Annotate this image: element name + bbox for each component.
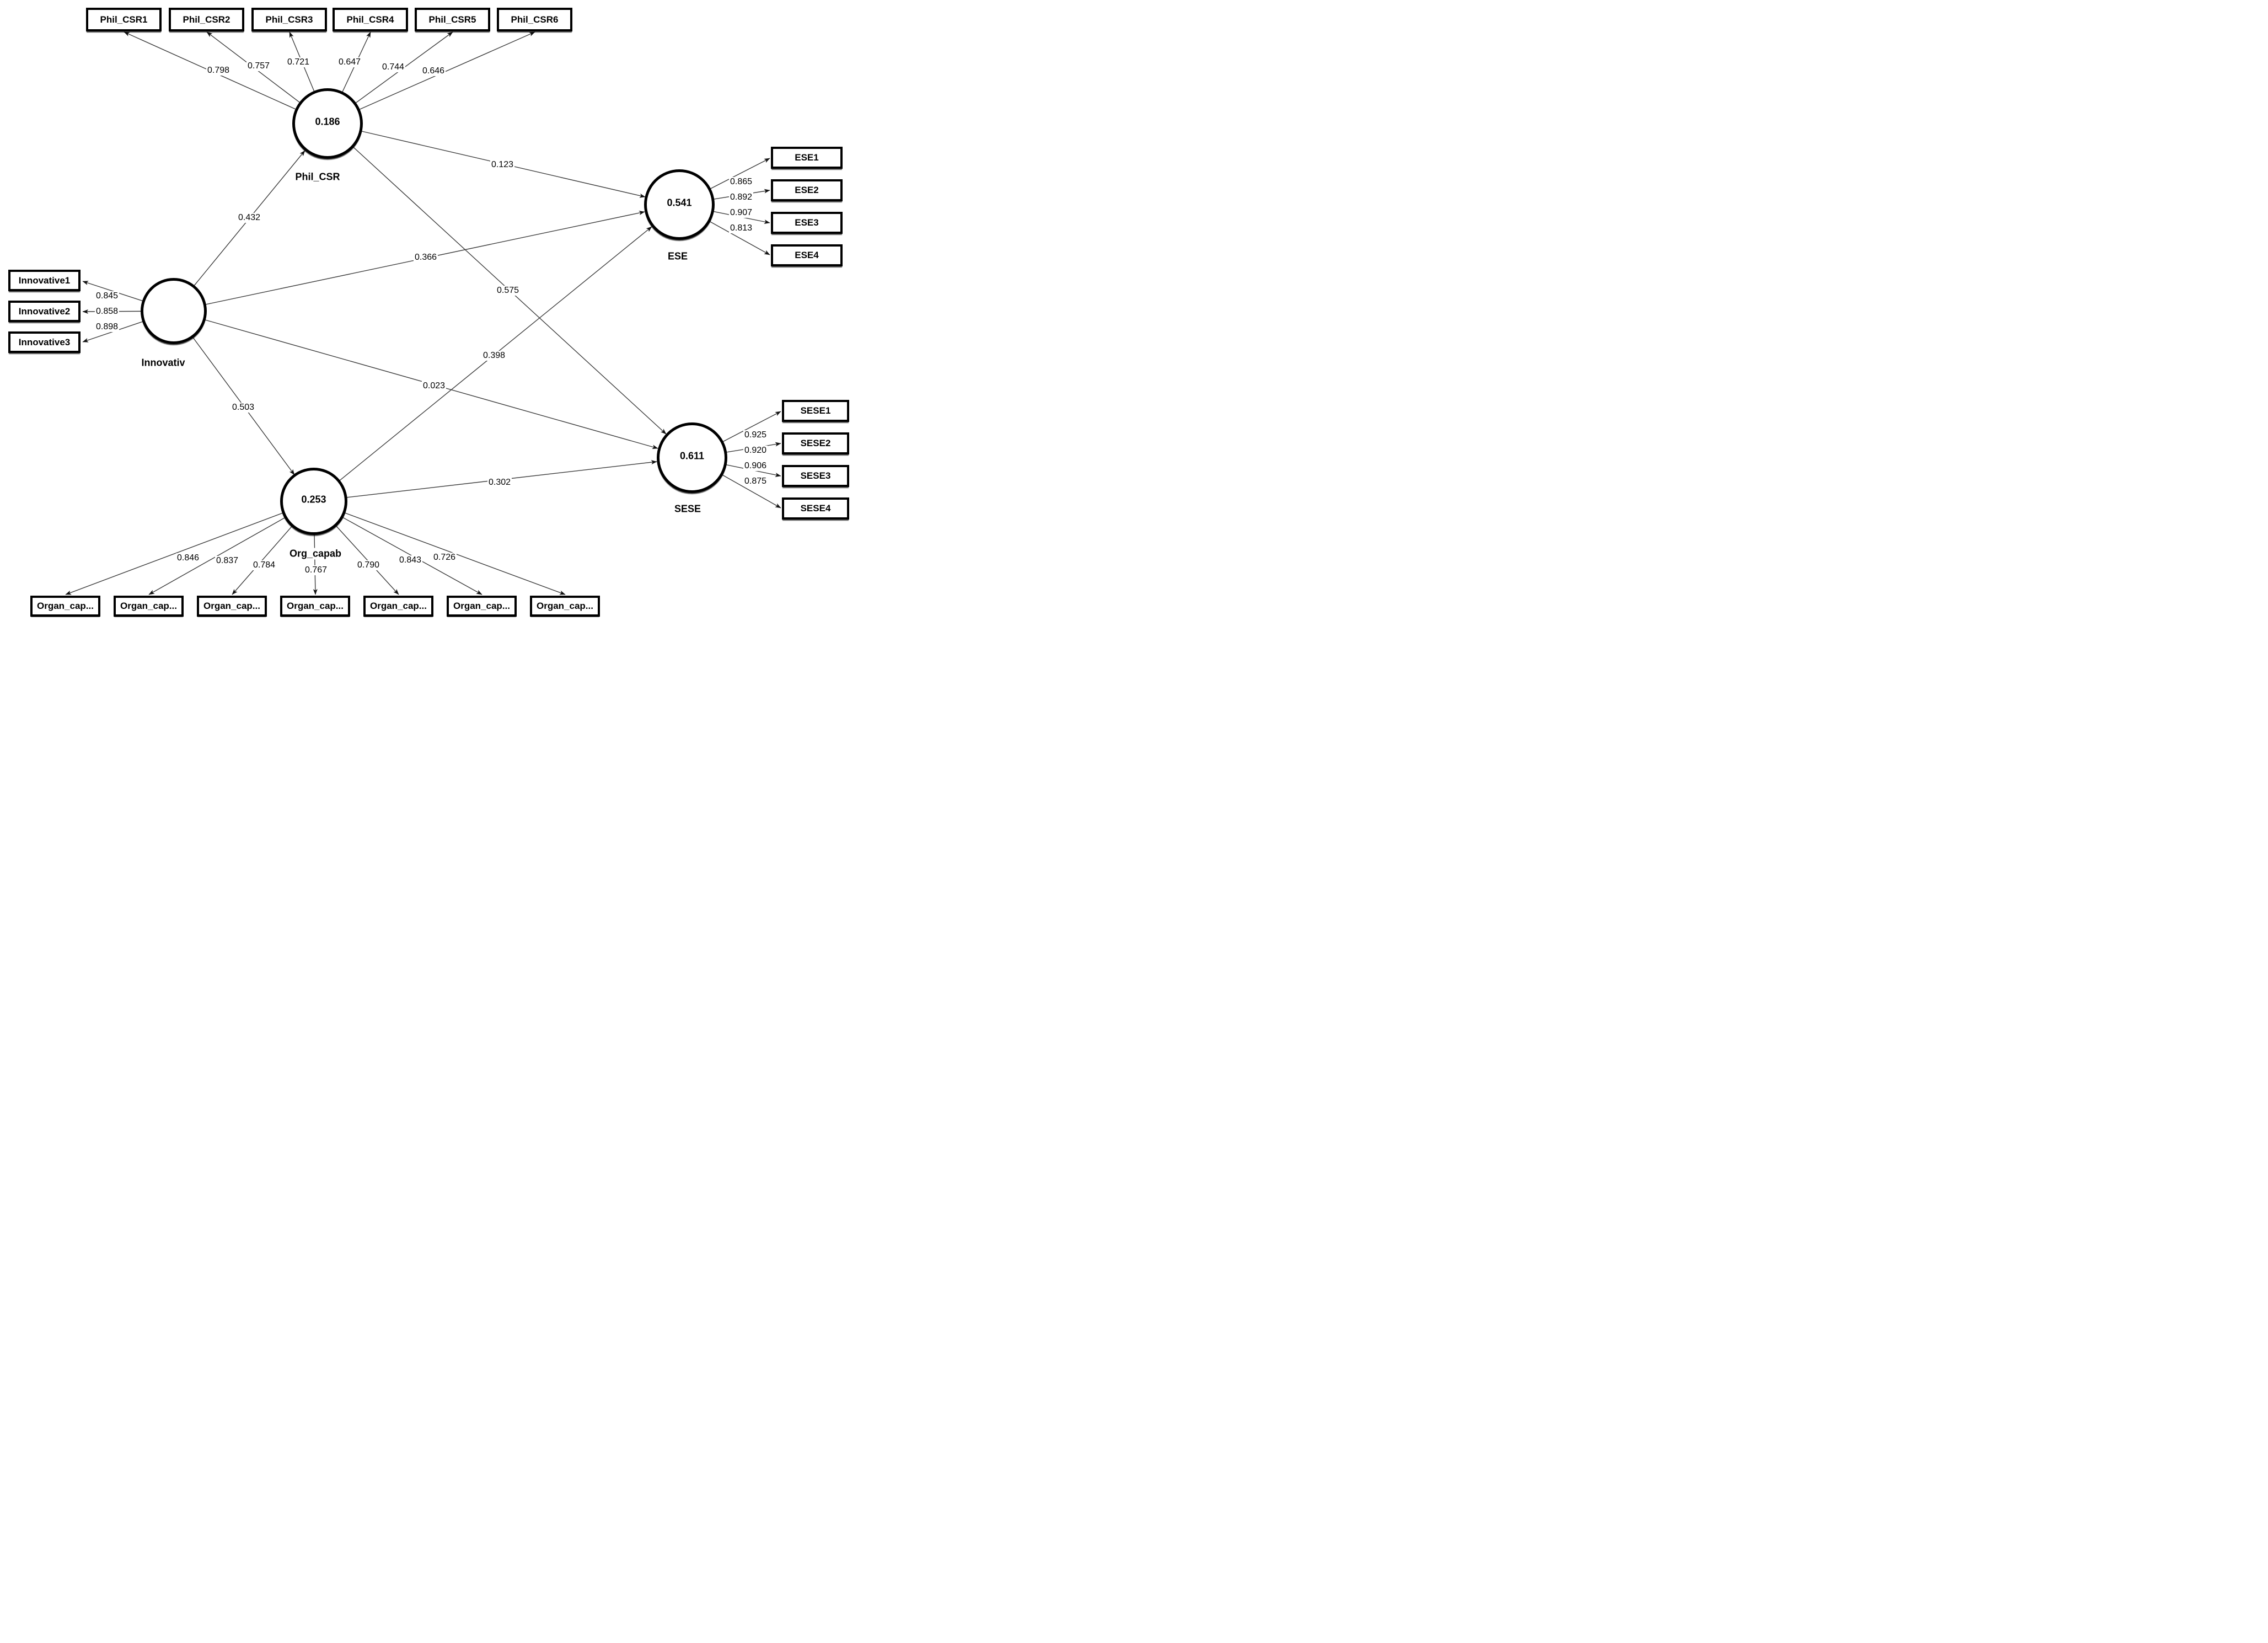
indicator-ese4: ESE4 — [771, 244, 843, 266]
loading-organ-cap6: 0.843 — [398, 555, 423, 565]
path-coefficient-innovativ-phil-csr: 0.432 — [237, 213, 262, 223]
indicator-phil-csr2: Phil_CSR2 — [169, 8, 244, 31]
path-coefficient-phil-csr-ese: 0.123 — [490, 160, 515, 170]
path-coefficient-innovativ-sese: 0.023 — [421, 381, 447, 391]
loading-innovative3: 0.898 — [94, 322, 120, 332]
loading-phil-csr6: 0.646 — [421, 66, 446, 76]
loading-innovative1: 0.845 — [94, 291, 120, 301]
r-squared-ese: 0.541 — [667, 197, 692, 208]
latent-innovativ — [141, 278, 207, 344]
loading-organ-cap5: 0.790 — [356, 560, 381, 570]
indicator-ese3: ESE3 — [771, 212, 843, 234]
latent-ese — [644, 169, 715, 240]
arrow-org-capab-to-organ-cap1 — [65, 501, 314, 595]
loading-phil-csr2: 0.757 — [246, 61, 271, 71]
indicator-phil-csr6: Phil_CSR6 — [497, 8, 572, 31]
sem-diagram-canvas: Phil_CSR1 Phil_CSR2 Phil_CSR3 Phil_CSR4 … — [0, 0, 852, 617]
loading-sese2: 0.920 — [743, 446, 768, 456]
edges-layer — [65, 31, 781, 595]
label-sese: SESE — [673, 503, 703, 515]
path-coefficient-innovativ-ese: 0.366 — [413, 253, 438, 263]
r-squared-sese: 0.611 — [679, 450, 705, 462]
loading-sese4: 0.875 — [743, 477, 768, 486]
indicator-sese1: SESE1 — [782, 400, 849, 422]
indicator-organ-cap2: Organ_cap... — [114, 596, 184, 617]
loading-organ-cap2: 0.837 — [215, 556, 240, 566]
loading-innovative2: 0.858 — [94, 307, 120, 317]
indicator-sese4: SESE4 — [782, 497, 849, 520]
indicator-organ-cap5: Organ_cap... — [363, 596, 433, 617]
indicator-ese2: ESE2 — [771, 179, 843, 201]
loading-phil-csr4: 0.647 — [337, 57, 362, 67]
indicator-phil-csr4: Phil_CSR4 — [333, 8, 408, 31]
latent-sese — [657, 422, 727, 493]
loading-organ-cap1: 0.846 — [175, 553, 201, 563]
indicator-organ-cap1: Organ_cap... — [30, 596, 100, 617]
indicator-innovative3: Innovative3 — [8, 331, 81, 353]
path-coefficient-org-capab-ese: 0.398 — [481, 351, 507, 361]
loading-organ-cap4: 0.767 — [303, 565, 329, 575]
loading-phil-csr1: 0.798 — [206, 66, 231, 76]
path-coefficient-phil-csr-sese: 0.575 — [495, 286, 521, 296]
loading-phil-csr5: 0.744 — [380, 62, 406, 72]
loading-phil-csr3: 0.721 — [286, 57, 311, 67]
path-coefficient-innovativ-org-capab: 0.503 — [230, 403, 256, 413]
r-squared-phil-csr: 0.186 — [315, 116, 340, 127]
indicator-organ-cap3: Organ_cap... — [197, 596, 267, 617]
indicator-sese2: SESE2 — [782, 432, 849, 454]
latent-phil-csr — [292, 88, 363, 159]
indicator-organ-cap7: Organ_cap... — [530, 596, 600, 617]
loading-ese3: 0.907 — [728, 208, 754, 218]
loading-sese3: 0.906 — [743, 461, 768, 471]
label-ese: ESE — [666, 250, 689, 263]
label-innovativ: Innovativ — [140, 357, 186, 369]
loading-ese2: 0.892 — [728, 192, 754, 202]
indicator-organ-cap6: Organ_cap... — [447, 596, 517, 617]
arrow-org-capab-to-organ-cap7 — [313, 501, 566, 595]
arrow-phil-csr-to-phil-csr1 — [124, 31, 328, 124]
label-phil-csr: Phil_CSR — [294, 171, 341, 183]
indicator-ese1: ESE1 — [771, 147, 843, 169]
latent-org-capab — [280, 468, 347, 535]
indicator-phil-csr1: Phil_CSR1 — [86, 8, 162, 31]
loading-ese1: 0.865 — [728, 177, 754, 187]
indicator-phil-csr3: Phil_CSR3 — [251, 8, 327, 31]
loading-organ-cap3: 0.784 — [251, 560, 277, 570]
loading-sese1: 0.925 — [743, 430, 768, 440]
label-org-capab: Org_capab — [288, 548, 343, 560]
path-coefficient-org-capab-sese: 0.302 — [487, 478, 512, 488]
indicator-sese3: SESE3 — [782, 465, 849, 487]
r-squared-org-capab: 0.253 — [301, 494, 326, 505]
arrow-phil-csr-to-phil-csr6 — [327, 31, 535, 124]
indicator-organ-cap4: Organ_cap... — [280, 596, 350, 617]
loading-ese4: 0.813 — [728, 223, 754, 233]
indicator-innovative1: Innovative1 — [8, 270, 81, 291]
indicator-innovative2: Innovative2 — [8, 301, 81, 322]
loading-organ-cap7: 0.726 — [432, 553, 457, 563]
indicator-phil-csr5: Phil_CSR5 — [415, 8, 490, 31]
